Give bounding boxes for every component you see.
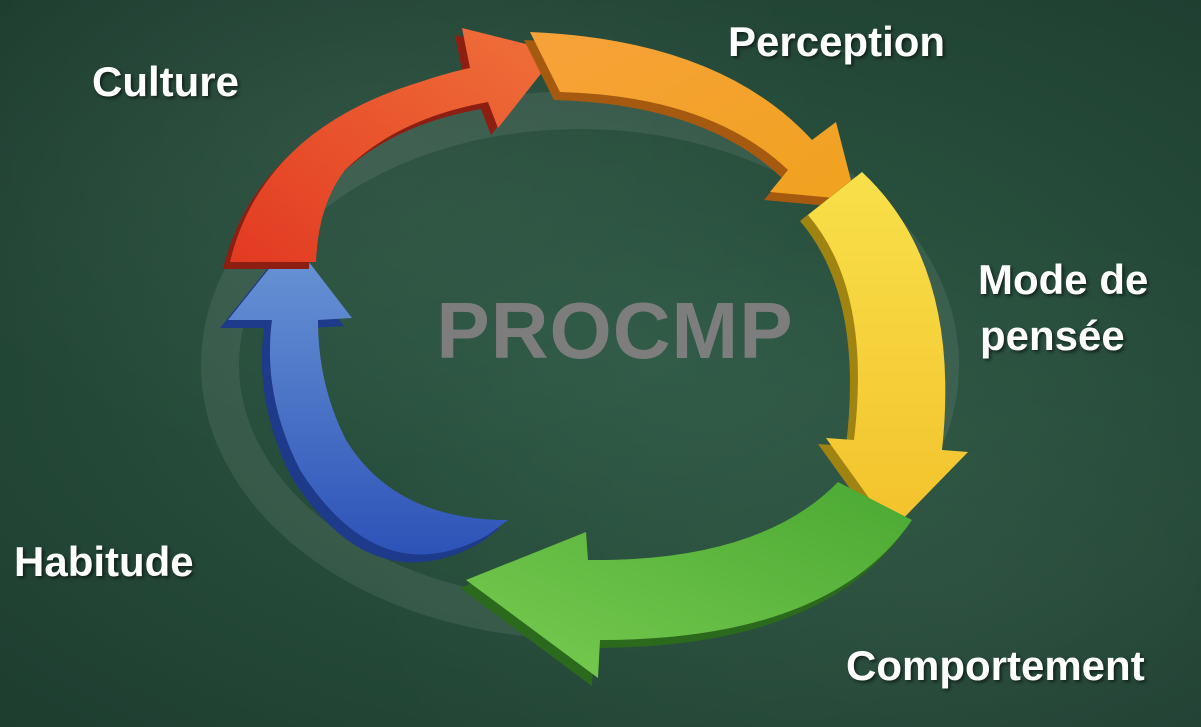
stage-label-mode-de-pensee-line2: pensée — [980, 312, 1125, 359]
arrow-culture-to-perception — [223, 28, 558, 269]
stage-label-mode-de-pensee-line1: Mode de — [978, 256, 1149, 303]
center-title: PROCMP — [436, 286, 794, 375]
stage-label-perception: Perception — [728, 18, 946, 65]
arrow-habitude-to-culture — [220, 240, 508, 563]
stage-label-habitude: Habitude — [14, 538, 194, 585]
arrow-mode-to-comportement — [800, 172, 968, 536]
stage-label-comportement: Comportement — [846, 642, 1145, 689]
arrow-comportement-to-habitude — [460, 482, 912, 686]
arrow-perception-to-mode — [524, 32, 856, 208]
stage-label-culture: Culture — [92, 58, 239, 105]
